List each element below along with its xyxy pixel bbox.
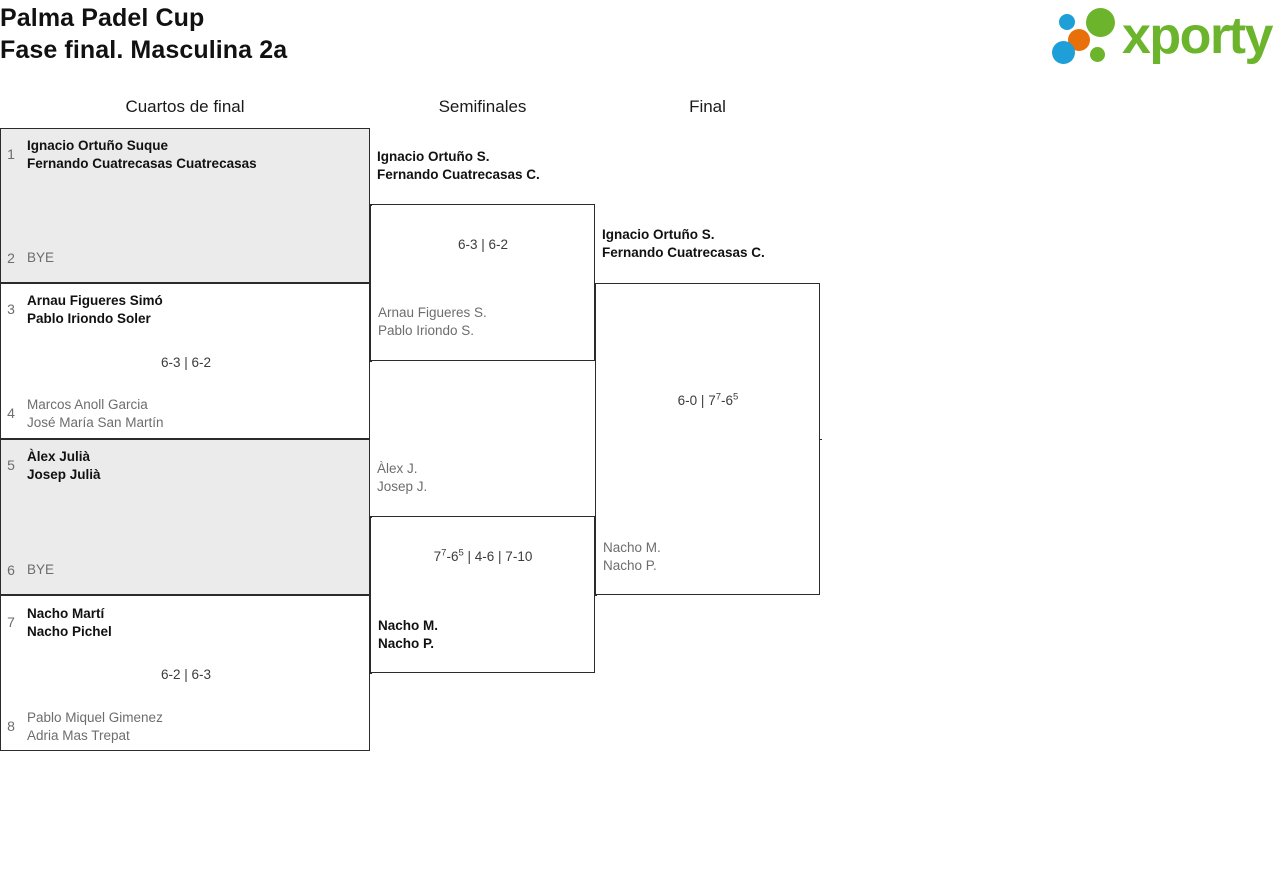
team-bottom: BYE xyxy=(27,250,55,265)
round-header-final: Final xyxy=(689,97,726,116)
match-score: 6-3 | 6-2 xyxy=(160,355,212,370)
connector-qf1-sf1 xyxy=(370,205,372,206)
seed-number: 8 xyxy=(7,718,15,734)
logo-dot-green-large xyxy=(1086,8,1115,37)
semifinal-2-team-bottom: Nacho M. Nacho P. xyxy=(378,618,439,651)
round-header-quarterfinals: Cuartos de final xyxy=(125,97,245,116)
team-top: Ignacio Ortuño Suque Fernando Cuatrecasa… xyxy=(27,138,257,171)
match-score: 6-0 | 77-65 xyxy=(677,391,739,408)
team-bottom: BYE xyxy=(27,562,55,577)
connector-sf2-final xyxy=(595,595,597,596)
seed-number: 5 xyxy=(7,457,15,473)
tournament-stage: Fase final. Masculina 2a xyxy=(0,36,288,64)
match-score: 6-3 | 6-2 xyxy=(457,237,509,252)
page-title: Palma Padel Cup Fase final. Masculina 2a xyxy=(0,2,287,66)
team-top: Nacho Martí Nacho Pichel xyxy=(27,606,112,639)
logo-dot-blue-small xyxy=(1059,14,1075,30)
semifinal-2-team-top: Àlex J. Josep J. xyxy=(377,461,428,494)
seed-number: 4 xyxy=(7,405,15,421)
connector-qf4-sf2 xyxy=(370,673,372,674)
team-bottom: Marcos Anoll Garcia José María San Martí… xyxy=(27,397,164,430)
logo-wordmark: xporty xyxy=(1122,7,1273,65)
logo-dot-green-small xyxy=(1090,47,1105,62)
semifinal-1-team-top: Ignacio Ortuño S. Fernando Cuatrecasas C… xyxy=(377,149,540,182)
connector-sf1-final xyxy=(595,283,597,284)
match-semifinal-1[interactable]: 6-3 | 6-2 Arnau Figueres S. Pablo Iriond… xyxy=(370,204,595,361)
match-quarterfinal-3[interactable]: 5 Àlex Julià Josep Julià 6 BYE xyxy=(0,439,370,595)
match-quarterfinal-4[interactable]: 7 Nacho Martí Nacho Pichel 6-2 | 6-3 8 P… xyxy=(0,595,370,751)
connector-qf2-sf1 xyxy=(370,361,372,362)
seed-number: 7 xyxy=(7,614,15,630)
round-header-semifinals: Semifinales xyxy=(438,97,527,116)
seed-number: 2 xyxy=(7,250,15,266)
connector-qf3-sf2 xyxy=(370,517,372,518)
xporty-logo[interactable]: xporty xyxy=(1050,7,1276,65)
final-team-top: Ignacio Ortuño S. Fernando Cuatrecasas C… xyxy=(602,227,765,260)
seed-number: 6 xyxy=(7,562,15,578)
match-quarterfinal-1[interactable]: 1 Ignacio Ortuño Suque Fernando Cuatreca… xyxy=(0,128,370,283)
match-score: 6-2 | 6-3 xyxy=(160,667,212,682)
match-score: 77-65 | 4-6 | 7-10 xyxy=(433,547,533,564)
team-bottom: Pablo Miquel Gimenez Adria Mas Trepat xyxy=(27,710,163,743)
logo-dot-blue-large xyxy=(1052,41,1075,64)
match-final[interactable]: 6-0 | 77-65 Nacho M. Nacho P. xyxy=(595,283,820,595)
semifinal-1-team-bottom: Arnau Figueres S. Pablo Iriondo S. xyxy=(378,305,487,338)
match-quarterfinal-2[interactable]: 3 Arnau Figueres Simó Pablo Iriondo Sole… xyxy=(0,283,370,439)
tournament-name: Palma Padel Cup xyxy=(0,4,205,32)
team-top: Arnau Figueres Simó Pablo Iriondo Soler xyxy=(27,293,163,326)
seed-number: 1 xyxy=(7,146,15,162)
seed-number: 3 xyxy=(7,301,15,317)
logo-dot-orange xyxy=(1068,29,1090,51)
match-semifinal-2[interactable]: 77-65 | 4-6 | 7-10 Nacho M. Nacho P. xyxy=(370,516,595,673)
logo-dots-icon xyxy=(1050,8,1128,64)
final-team-bottom: Nacho M. Nacho P. xyxy=(603,540,661,573)
connector-final-champion xyxy=(820,439,822,440)
team-top: Àlex Julià Josep Julià xyxy=(27,449,101,482)
